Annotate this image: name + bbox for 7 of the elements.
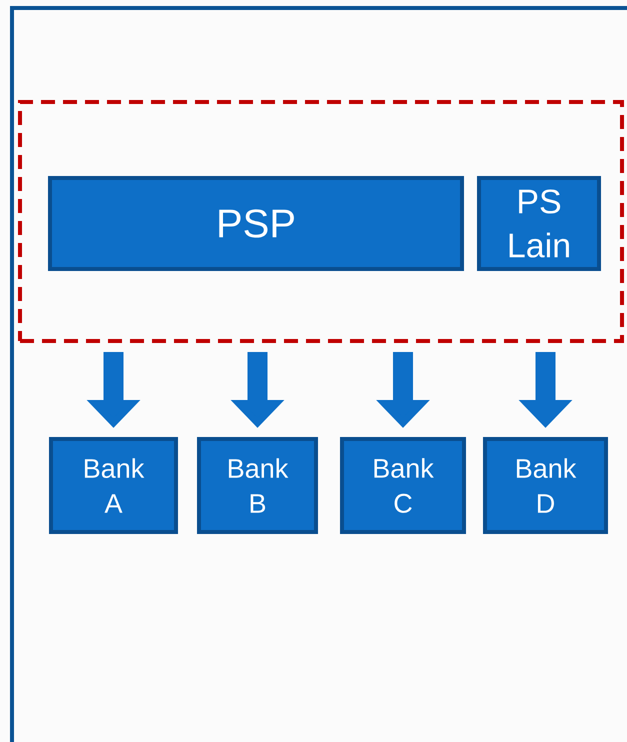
dashed-group-box bbox=[18, 100, 624, 343]
bank-box: Bank B bbox=[197, 437, 318, 534]
bank-box: Bank C bbox=[340, 437, 466, 534]
bank-box: Bank D bbox=[483, 437, 608, 534]
bank-box: Bank A bbox=[49, 437, 178, 534]
process-box: PSP bbox=[48, 176, 464, 271]
process-box: PS Lain bbox=[477, 176, 601, 271]
